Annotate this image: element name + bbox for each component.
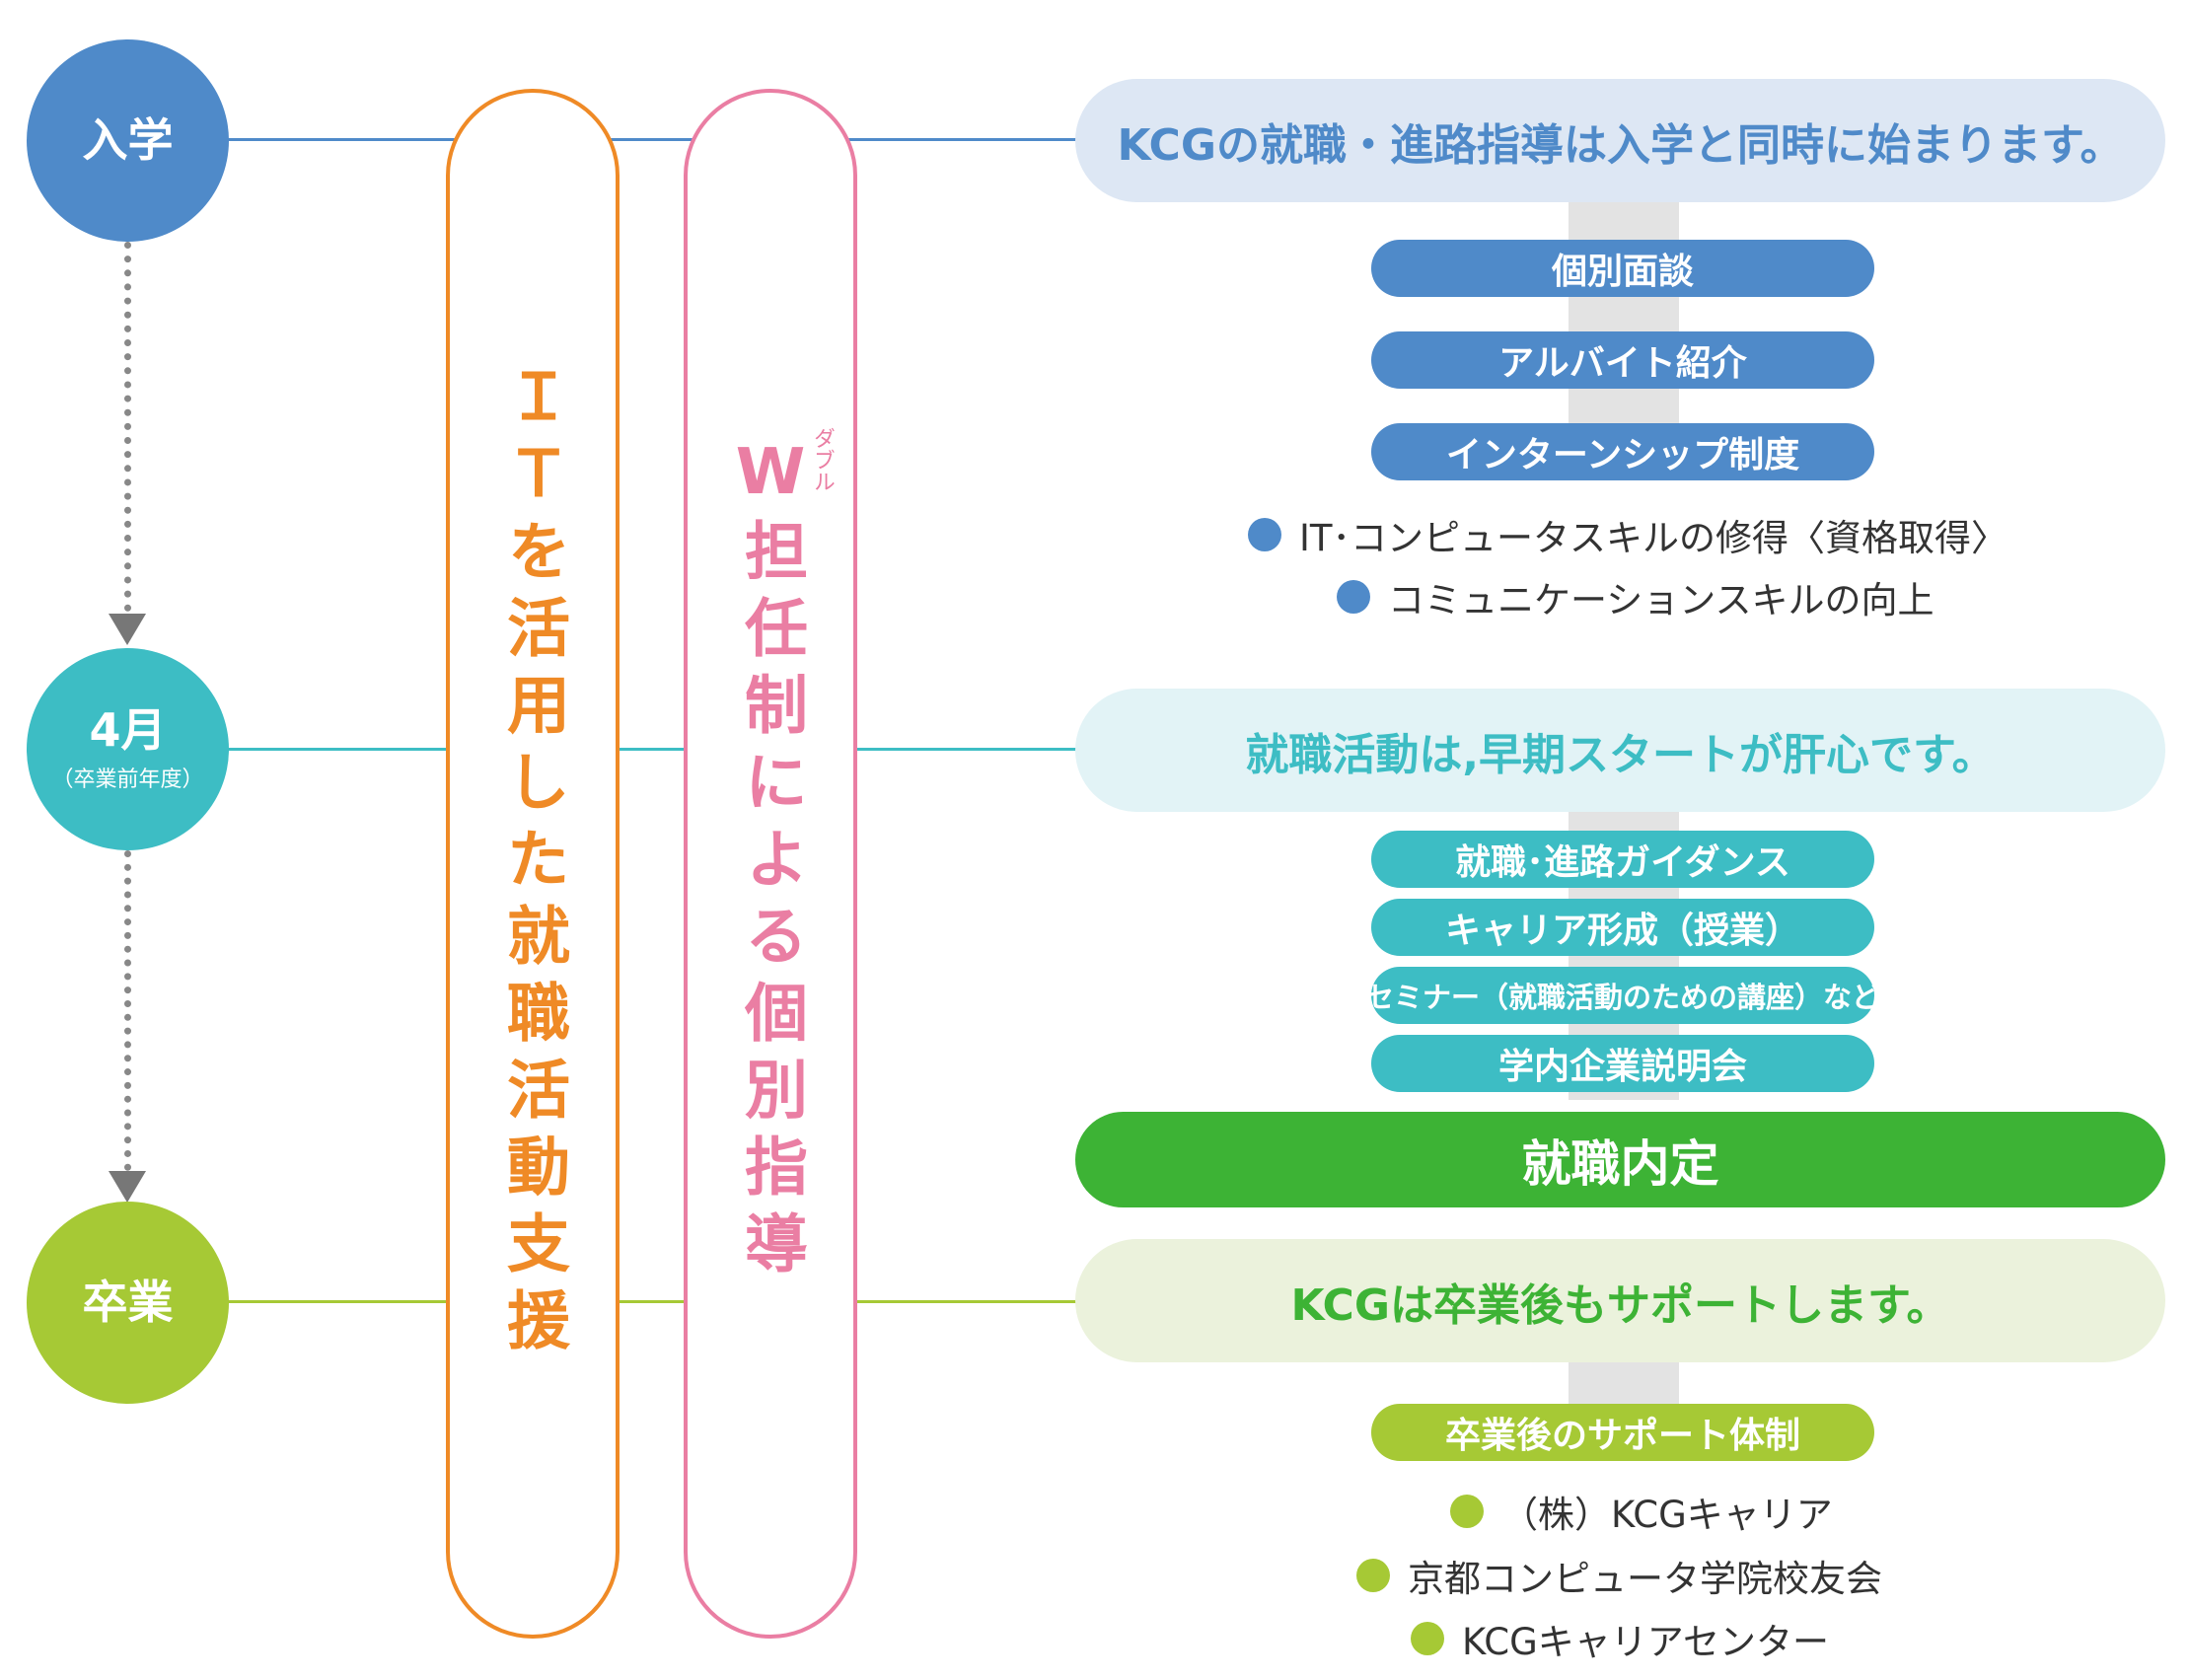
stage-april-label: 4月 <box>89 703 167 758</box>
stage-april-circle: 4月 （卒業前年度） <box>27 648 229 850</box>
bullet-it-skills: IT･コンピュータスキルの修得〈資格取得〉 <box>1248 508 2008 561</box>
timeline-dots-1 <box>124 242 131 612</box>
timeline-arrow-2 <box>109 1171 146 1203</box>
bullet-dot <box>1248 518 1281 551</box>
april-banner-text: 就職活動は,早期スタートが肝心です。 <box>1245 729 1996 780</box>
tag-post-graduation-support: 卒業後のサポート体制 <box>1371 1404 1874 1461</box>
tag-individual-interview: 個別面談 <box>1371 240 1874 297</box>
bullet-it-skills-text: IT･コンピュータスキルの修得〈資格取得〉 <box>1299 517 2008 559</box>
w-letter: W <box>735 435 806 509</box>
tag-career-guidance: 就職･進路ガイダンス <box>1371 831 1874 888</box>
timeline-arrow-1 <box>109 614 146 645</box>
bullet-kcg-career-inc-text: （株）KCGキャリア <box>1501 1494 1833 1536</box>
tag-career-class: キャリア形成（授業） <box>1371 899 1874 956</box>
stage-graduation-circle: 卒業 <box>27 1202 229 1404</box>
april-banner: 就職活動は,早期スタートが肝心です。 <box>1075 689 2165 812</box>
bullet-kcg-career-center: KCGキャリアセンター <box>1411 1612 1829 1665</box>
tag-company-briefing: 学内企業説明会 <box>1371 1035 1874 1092</box>
tag-career-guidance-text: 就職･進路ガイダンス <box>1455 842 1790 883</box>
bullet-communication: コミュニケーションスキルの向上 <box>1337 570 1934 623</box>
stage-april-sublabel: （卒業前年度） <box>51 767 204 792</box>
tag-seminar-text: セミナー（就職活動のための講座）など <box>1365 981 1881 1014</box>
bullet-dot <box>1356 1559 1390 1592</box>
tag-seminar: セミナー（就職活動のための講座）など <box>1365 967 1880 1024</box>
bullet-dot <box>1450 1495 1484 1528</box>
bullet-communication-text: コミュニケーションスキルの向上 <box>1388 579 1934 621</box>
stage-graduation-label: 卒業 <box>82 1276 174 1330</box>
stage-line-entry <box>197 138 1085 141</box>
job-offer-banner: 就職内定 <box>1075 1112 2165 1207</box>
bullet-kcg-career-inc: （株）KCGキャリア <box>1450 1485 1833 1538</box>
stage-line-april <box>197 748 1085 751</box>
bullet-alumni-association: 京都コンピュータ学院校友会 <box>1356 1549 1882 1602</box>
stage-entry-circle: 入学 <box>27 39 229 242</box>
tag-internship: インターンシップ制度 <box>1371 423 1874 480</box>
tag-individual-interview-text: 個別面談 <box>1551 252 1694 292</box>
w-homeroom-title: W ダブル 担任制による個別指導 <box>734 427 835 1287</box>
stage-line-graduation <box>197 1300 1085 1303</box>
w-homeroom-column: W ダブル 担任制による個別指導 <box>684 89 857 1639</box>
bullet-dot <box>1411 1622 1444 1655</box>
w-homeroom-text: 担任制による個別指導 <box>734 517 807 1287</box>
bullet-alumni-association-text: 京都コンピュータ学院校友会 <box>1408 1558 1882 1600</box>
tag-internship-text: インターンシップ制度 <box>1445 435 1800 475</box>
graduation-banner-text: KCGは卒業後もサポートします。 <box>1290 1279 1950 1331</box>
timeline-dots-2 <box>124 850 131 1171</box>
tag-career-class-text: キャリア形成（授業） <box>1444 911 1800 951</box>
tag-company-briefing-text: 学内企業説明会 <box>1497 1047 1747 1087</box>
bullet-dot <box>1337 580 1370 614</box>
tag-post-graduation-support-text: 卒業後のサポート体制 <box>1444 1416 1800 1456</box>
it-support-text: ＩＴを活用した就職活動支援 <box>496 363 569 1364</box>
entry-banner: KCGの就職・進路指導は入学と同時に始まります。 <box>1075 79 2165 202</box>
tag-part-time-job-text: アルバイト紹介 <box>1498 343 1747 384</box>
entry-banner-text: KCGの就職・進路指導は入学と同時に始まります。 <box>1117 119 2124 171</box>
graduation-banner: KCGは卒業後もサポートします。 <box>1075 1239 2165 1362</box>
bullet-kcg-career-center-text: KCGキャリアセンター <box>1462 1621 1830 1663</box>
it-support-column: ＩＴを活用した就職活動支援 <box>446 89 620 1639</box>
w-ruby: ダブル <box>809 426 835 492</box>
stage-entry-label: 入学 <box>82 113 174 168</box>
job-offer-banner-text: 就職内定 <box>1521 1134 1719 1193</box>
tag-part-time-job: アルバイト紹介 <box>1371 331 1874 389</box>
